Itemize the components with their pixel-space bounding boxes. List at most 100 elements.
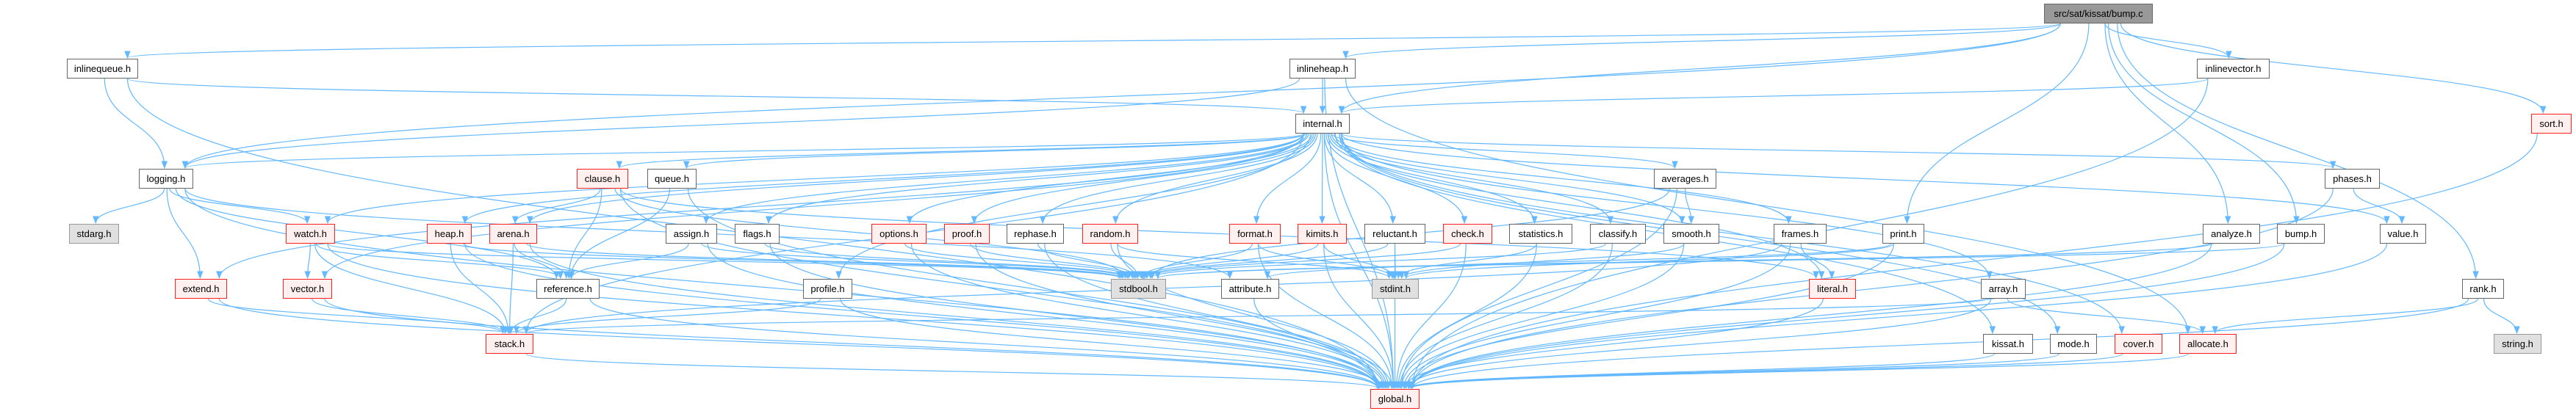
node-inlinequeue-h[interactable]: inlinequeue.h bbox=[67, 59, 138, 79]
edge-print-h-to-attribute-h bbox=[1264, 243, 1892, 280]
edge-heap-h-to-stdbool-h bbox=[462, 243, 1124, 280]
edge-arena-h-to-stdbool-h bbox=[526, 243, 1126, 280]
node-smooth-h[interactable]: smooth.h bbox=[1663, 224, 1719, 244]
edge-format-h-to-global-h bbox=[1257, 243, 1395, 390]
node-label: rephase.h bbox=[1014, 228, 1057, 239]
node-proof-h[interactable]: proof.h bbox=[944, 224, 990, 244]
node-rephase-h[interactable]: rephase.h bbox=[1007, 224, 1064, 244]
edge-options-h-to-global-h bbox=[910, 243, 1387, 390]
edge-bump-c-to-rank-h bbox=[2117, 23, 2479, 280]
node-literal-h[interactable]: literal.h bbox=[1809, 279, 1856, 299]
node-format-h[interactable]: format.h bbox=[1229, 224, 1281, 244]
node-kimits-h[interactable]: kimits.h bbox=[1298, 224, 1347, 244]
node-check-h[interactable]: check.h bbox=[1443, 224, 1492, 244]
edge-sort-h-to-global-h bbox=[1408, 133, 2538, 390]
edge-logging-h-to-extend-h bbox=[166, 188, 204, 280]
node-label: inlinequeue.h bbox=[73, 63, 132, 74]
node-reluctant-h[interactable]: reluctant.h bbox=[1364, 224, 1425, 244]
edge-reluctant-h-to-stdbool-h bbox=[1142, 243, 1389, 280]
node-profile-h[interactable]: profile.h bbox=[803, 279, 852, 299]
node-label: stdint.h bbox=[1380, 283, 1411, 294]
edge-internal-h-to-format-h bbox=[1253, 133, 1322, 225]
edge-internal-h-to-heap-h bbox=[461, 133, 1304, 225]
node-internal-h[interactable]: internal.h bbox=[1295, 114, 1350, 134]
edge-frames-h-to-global-h bbox=[1400, 243, 1791, 390]
node-phases-h[interactable]: phases.h bbox=[2325, 169, 2380, 189]
node-label: literal.h bbox=[1817, 283, 1848, 294]
node-mode-h[interactable]: mode.h bbox=[2050, 334, 2097, 354]
node-print-h[interactable]: print.h bbox=[1882, 224, 1924, 244]
edge-queue-h-to-reference-h bbox=[567, 188, 670, 280]
node-random-h[interactable]: random.h bbox=[1082, 224, 1138, 244]
node-value-h[interactable]: value.h bbox=[2380, 224, 2426, 244]
node-analyze-h[interactable]: analyze.h bbox=[2203, 224, 2260, 244]
node-label: options.h bbox=[879, 228, 918, 239]
edge-internal-h-to-reluctant-h bbox=[1323, 133, 1397, 225]
edge-arena-h-to-reference-h bbox=[514, 243, 570, 280]
node-queue-h[interactable]: queue.h bbox=[647, 169, 697, 189]
node-label: allocate.h bbox=[2187, 338, 2228, 349]
node-label: extend.h bbox=[182, 283, 220, 294]
node-arena-h[interactable]: arena.h bbox=[489, 224, 537, 244]
edge-bump-c-to-bump-h bbox=[2107, 23, 2300, 225]
node-inlinevector-h[interactable]: inlinevector.h bbox=[2197, 59, 2270, 79]
edge-internal-h-to-clause-h bbox=[616, 133, 1306, 170]
edge-rank-h-to-allocate-h bbox=[2212, 298, 2478, 335]
node-label: print.h bbox=[1890, 228, 1917, 239]
node-array-h[interactable]: array.h bbox=[1981, 279, 2026, 299]
node-label: watch.h bbox=[294, 228, 327, 239]
node-label: averages.h bbox=[1661, 173, 1709, 184]
node-label: analyze.h bbox=[2211, 228, 2252, 239]
edge-reference-h-to-global-h bbox=[589, 298, 1381, 390]
node-clause-h[interactable]: clause.h bbox=[577, 169, 628, 189]
edge-array-h-to-stack-h bbox=[523, 298, 1988, 335]
edge-internal-h-to-options-h bbox=[906, 133, 1313, 225]
edge-inlinevector-h-to-internal-h bbox=[1339, 78, 2209, 114]
edge-internal-h-to-value-h bbox=[1341, 133, 2390, 225]
edge-bump-c-to-inlinequeue-h bbox=[125, 23, 2061, 59]
node-label: inlineheap.h bbox=[1296, 63, 1349, 74]
edge-internal-h-to-arena-h bbox=[527, 133, 1304, 225]
edge-kissat-h-to-global-h bbox=[1406, 353, 1995, 390]
node-classify-h[interactable]: classify.h bbox=[1590, 224, 1646, 244]
node-label: stack.h bbox=[494, 338, 525, 349]
node-stack-h[interactable]: stack.h bbox=[486, 334, 533, 354]
node-vector-h[interactable]: vector.h bbox=[283, 279, 332, 299]
node-watch-h[interactable]: watch.h bbox=[286, 224, 335, 244]
edge-watch-h-to-stdbool-h bbox=[327, 243, 1123, 280]
node-assign-h[interactable]: assign.h bbox=[666, 224, 717, 244]
node-kissat-h[interactable]: kissat.h bbox=[1983, 334, 2033, 354]
edge-logging-h-to-watch-h bbox=[169, 188, 311, 225]
edge-internal-h-to-extend-h bbox=[216, 133, 1304, 280]
node-frames-h[interactable]: frames.h bbox=[1774, 224, 1827, 244]
edge-rephase-h-to-global-h bbox=[1044, 243, 1390, 390]
node-inlineheap-h[interactable]: inlineheap.h bbox=[1289, 59, 1356, 79]
node-bump-h[interactable]: bump.h bbox=[2277, 224, 2325, 244]
node-options-h[interactable]: options.h bbox=[871, 224, 927, 244]
node-extend-h[interactable]: extend.h bbox=[175, 279, 227, 299]
node-rank-h[interactable]: rank.h bbox=[2462, 279, 2504, 299]
node-logging-h[interactable]: logging.h bbox=[139, 169, 193, 189]
node-averages-h[interactable]: averages.h bbox=[1654, 169, 1716, 189]
edge-bump-c-to-analyze-h bbox=[2104, 23, 2231, 225]
node-heap-h[interactable]: heap.h bbox=[427, 224, 472, 244]
edge-check-h-to-stdbool-h bbox=[1143, 243, 1461, 280]
node-attribute-h[interactable]: attribute.h bbox=[1221, 279, 1279, 299]
edge-heap-h-to-global-h bbox=[464, 243, 1381, 390]
node-label: logging.h bbox=[146, 173, 186, 184]
node-label: value.h bbox=[2387, 228, 2419, 239]
node-label: classify.h bbox=[1598, 228, 1638, 239]
node-cover-h[interactable]: cover.h bbox=[2115, 334, 2162, 354]
node-sort-h[interactable]: sort.h bbox=[2531, 114, 2572, 134]
edge-averages-h-to-global-h bbox=[1398, 188, 1677, 390]
node-label: proof.h bbox=[951, 228, 982, 239]
node-label: cover.h bbox=[2123, 338, 2154, 349]
edge-arena-h-to-stack-h bbox=[506, 243, 514, 335]
node-allocate-h[interactable]: allocate.h bbox=[2179, 334, 2237, 354]
node-global-h[interactable]: global.h bbox=[1370, 389, 1420, 409]
node-statistics-h[interactable]: statistics.h bbox=[1509, 224, 1572, 244]
edge-literal-h-to-global-h bbox=[1401, 298, 1824, 390]
node-flags-h[interactable]: flags.h bbox=[735, 224, 780, 244]
node-label: smooth.h bbox=[1672, 228, 1711, 239]
node-reference-h[interactable]: reference.h bbox=[536, 279, 600, 299]
